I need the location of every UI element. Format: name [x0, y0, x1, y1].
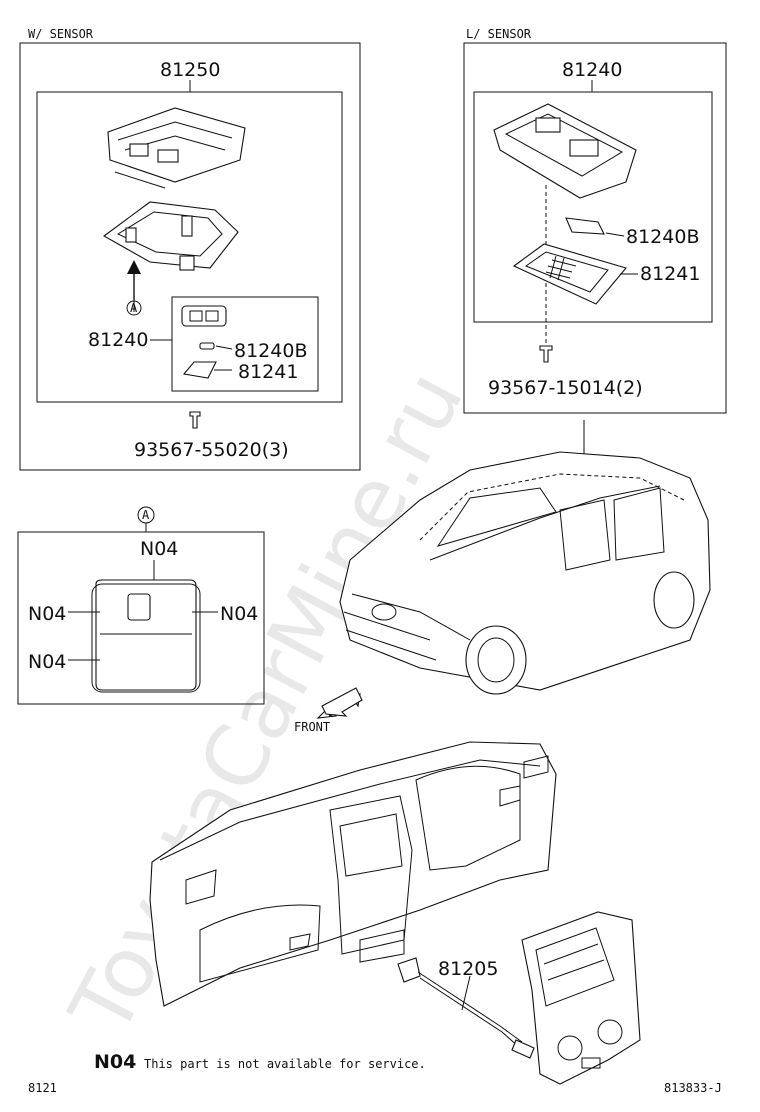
l-sensor-frame	[463, 42, 727, 414]
map-lamp-housing	[181, 305, 227, 327]
overhead-console-front	[91, 579, 201, 693]
wire-harness-number: 81205	[438, 958, 498, 980]
front-label: FRONT	[294, 720, 330, 734]
w-sensor-screw-number: 93567-55020(3)	[134, 439, 289, 461]
detail-a-label-right: N04	[220, 603, 258, 625]
page-code-right: 813833-J	[664, 1081, 722, 1095]
l-sensor-bulb-number: 81240B	[626, 226, 699, 248]
vehicle-illustration	[339, 451, 711, 695]
front-indicator: FRONT	[294, 687, 363, 734]
wire-harness-part	[397, 957, 535, 1059]
center-cluster-panel	[521, 911, 641, 1085]
w-sensor-lens-number: 81241	[238, 361, 298, 383]
l-sensor-inner-frame	[473, 91, 713, 323]
page-code-left: 8121	[28, 1081, 57, 1095]
instrument-panel	[149, 741, 557, 1007]
screw-part	[189, 411, 201, 429]
w-sensor-sub-frame	[171, 296, 319, 392]
w-sensor-frame	[19, 42, 361, 471]
l-sensor-lens-number: 81241	[640, 263, 700, 285]
dome-bulb	[565, 217, 625, 237]
console-cover-part	[102, 201, 239, 271]
w-sensor-inner-frame	[36, 91, 343, 403]
footnote-text: This part is not available for service.	[144, 1057, 426, 1071]
l-sensor-title: L/ SENSOR	[466, 27, 532, 41]
w-sensor-marker-a: A	[130, 301, 138, 315]
detail-a-label-top: N04	[140, 538, 178, 560]
l-sensor-screw-number: 93567-15014(2)	[488, 377, 643, 399]
w-sensor-title: W/ SENSOR	[28, 27, 94, 41]
footnote-code: N04	[94, 1051, 136, 1073]
detail-a-marker: A	[142, 508, 150, 522]
w-sensor-assembly-number: 81250	[160, 59, 220, 81]
detail-a-label-left: N04	[28, 603, 66, 625]
w-sensor-sub-assembly-number: 81240	[88, 329, 148, 351]
detail-a-section: A N04 N04 N04 N04	[17, 506, 265, 705]
console-base-part	[107, 107, 246, 189]
l-screw-part	[539, 345, 553, 363]
w-sensor-bulb-number: 81240B	[234, 340, 307, 362]
detail-a-label-bottom: N04	[28, 651, 66, 673]
detail-a-frame	[17, 531, 265, 705]
bulb-part	[199, 342, 215, 350]
w-sensor-section: W/ SENSOR 81250 A 81240	[19, 27, 361, 471]
l-sensor-assembly-number: 81240	[562, 59, 622, 81]
dome-lamp-housing	[493, 103, 637, 199]
l-sensor-section: L/ SENSOR 81240 81240B 81241 93567-15014…	[463, 27, 727, 414]
lens-part	[182, 361, 217, 379]
dome-lens	[512, 243, 638, 305]
